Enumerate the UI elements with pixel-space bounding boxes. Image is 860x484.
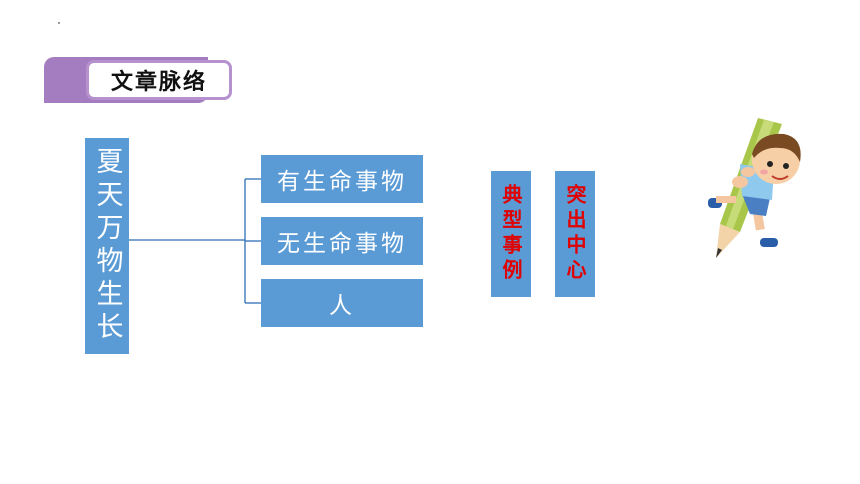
decorative-dot [58, 22, 60, 24]
tag-label: 典型事例 [499, 184, 523, 284]
branch-label: 无生命事物 [277, 231, 407, 257]
tag-label: 突出中心 [563, 184, 587, 284]
branch-box-living: 有生命事物 [261, 155, 423, 203]
branch-box-people: 人 [261, 279, 423, 327]
main-topic-box: 夏天万物生长 [85, 138, 129, 354]
pencil-kid-illustration [708, 118, 801, 258]
section-header: 文章脉络 [86, 60, 232, 100]
branch-box-nonliving: 无生命事物 [261, 217, 423, 265]
section-title: 文章脉络 [110, 69, 207, 95]
tag-typical-examples: 典型事例 [491, 171, 531, 297]
main-topic-label: 夏天万物生长 [91, 147, 123, 345]
tag-highlight-center: 突出中心 [555, 171, 595, 297]
branch-label: 有生命事物 [277, 169, 407, 195]
branch-label: 人 [329, 293, 355, 319]
